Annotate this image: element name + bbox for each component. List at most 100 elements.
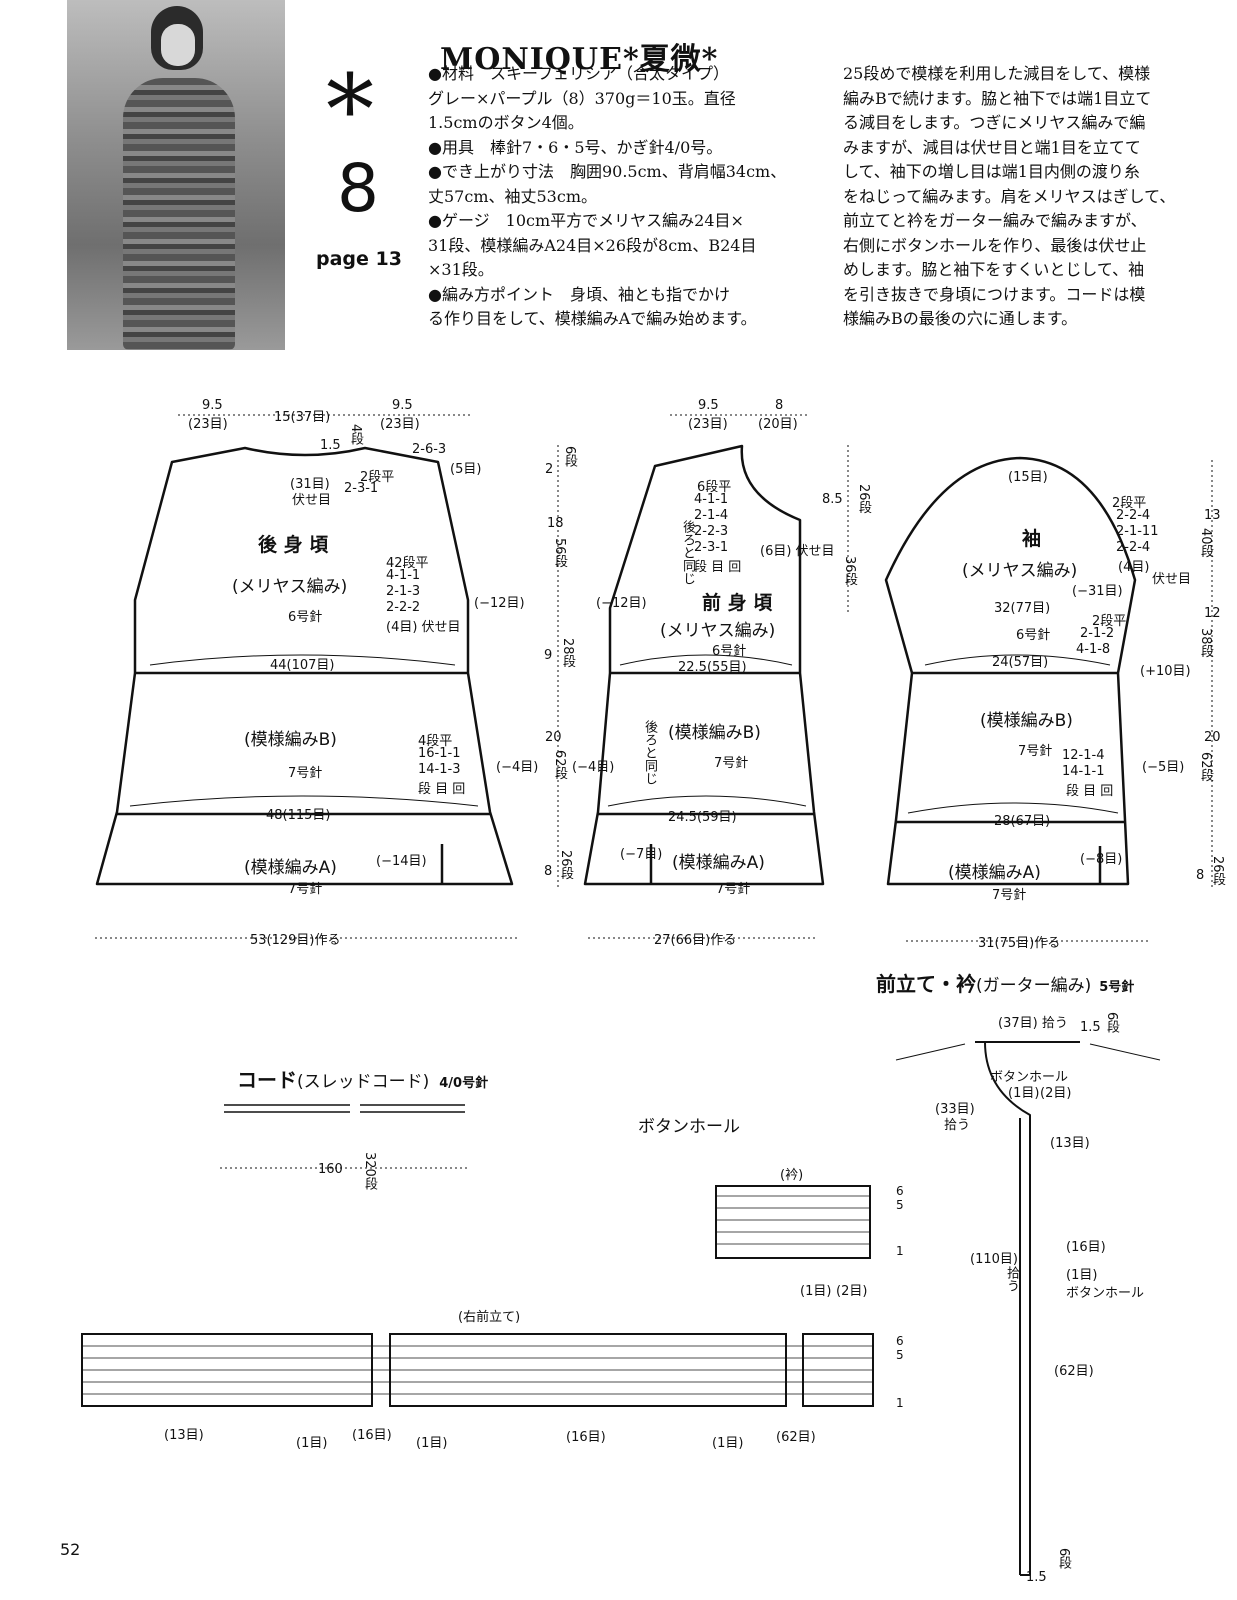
cord-rows: 320段 [362,1152,377,1190]
chart-s62: (62目) [776,1430,816,1445]
back-neck-dec: 2-6-3 [412,442,447,457]
back-patB: (模様編みB) [244,730,337,750]
front-w245: 24.5(59目) [668,810,737,825]
front-n2: 4-1-1 [694,492,729,507]
front-n6: 段 目 回 [694,560,742,575]
back-top-right: 9.5 [392,398,413,413]
back-body-outline [95,446,514,886]
front-patA: (模様編みA) [672,853,765,873]
back-b1: 4段平 [418,734,453,749]
sleeve-cast: 31(75目)作る [978,936,1061,951]
back-width44: 44(107目) [270,658,335,673]
dim-h18-rows: 56段 [552,538,567,568]
sleeve-j3: 段 目 回 [1066,784,1114,799]
front-n1: 6段平 [697,480,732,495]
band-row1: 1 [896,1396,904,1410]
front-name: 前 身 頃 [702,592,773,614]
sleeve-j2: 14-1-1 [1062,764,1105,779]
sleeve-name: 袖 [1022,528,1042,550]
front-n3: 2-1-4 [694,508,729,523]
band-s16: (16目) [1066,1240,1106,1255]
front-top-right: 8 [775,398,784,413]
dim-h2: 2 [545,462,554,477]
pattern-star: * [326,54,374,166]
collar-row6: 6 [896,1184,904,1198]
sleeve-h8: 8 [1196,868,1205,883]
front-cast: 27(66目)作る [654,933,737,948]
front-top-left: 9.5 [698,398,719,413]
collar-c2: (2目) [836,1284,868,1299]
back-b2: 16-1-1 [418,746,461,761]
chart-s13: (13目) [164,1428,204,1443]
front-patB: (模様編みB) [668,723,761,743]
sleeve-stitch: (メリヤス編み) [962,561,1078,581]
front-top-right-st: (20目) [758,417,798,432]
back-dec231: 2-3-1 [344,481,379,496]
front-same2: 後ろと同じ [642,720,657,785]
band-bh-1: (1目) [1066,1268,1098,1283]
front-top-left-st: (23目) [688,417,728,432]
cord-length: 160 [318,1162,343,1177]
sleeve-top: (15目) [1008,470,1048,485]
chart-s16a: (16目) [352,1428,392,1443]
front-n5: 2-3-1 [694,540,729,555]
chart-s1c: (1目) [712,1436,744,1451]
dim-h20: 20 [545,730,562,745]
sleeve-dec8: (−8目) [1080,852,1123,867]
band-bh: ボタンホール [990,1070,1069,1085]
sweater-figure [123,78,235,350]
front-dec12: (−12目) [596,596,647,611]
band-bh-label: ボタンホール [1066,1286,1145,1301]
back-arm4: 2-2-2 [386,600,421,615]
dim-h9: 9 [544,648,553,663]
sleeve-i3: 4-1-8 [1076,642,1111,657]
sleeve-h20-rows: 62段 [1198,752,1213,782]
band-pick110b: 拾う [1004,1266,1019,1292]
instructions-column-1: ●材料 スキーフェリシア（合太タイプ）グレー×パープル（8）370g＝10玉。直… [428,64,787,328]
buttonhole-title: ボタンホール [638,1117,740,1137]
front-needle7b: 7号針 [716,882,751,897]
front-same: 後ろと同じ [680,520,695,585]
back-name: 後 身 頃 [258,534,329,556]
band-s62: (62目) [1054,1364,1094,1379]
band-bot15: 1.5 [1026,1570,1047,1585]
sleeve-needle6: 6号針 [1016,628,1051,643]
sleeve-w24: 24(57目) [992,655,1049,670]
sleeve-w28: 28(67目) [994,814,1051,829]
sleeve-j1: 12-1-4 [1062,748,1105,763]
back-arm2: 4-1-1 [386,568,421,583]
collar-label: (衿) [780,1168,804,1183]
face-shape [161,24,195,66]
front-stitch: (メリヤス編み) [660,621,776,641]
sleeve-h12-rows: 38段 [1198,628,1213,658]
collar-chart [715,1185,871,1259]
sleeve-outline [884,456,1137,886]
front-h26: 26段 [856,484,871,514]
sleeve-dec5: (−5目) [1142,760,1185,775]
front-w225: 22.5(55目) [678,660,747,675]
band-pick110: (110目) [970,1252,1018,1267]
front-bind: (6目) 伏せ目 [760,544,835,559]
band-pick37: (37目) 拾う [998,1016,1068,1031]
instructions-column-2: 25段めで模様を利用した減目をして、模様編みBで続けます。脇と袖下では端1目立て… [843,64,1176,328]
dim-h20-rows: 62段 [552,750,567,780]
back-dec4a: (−4目) [496,760,539,775]
back-bind-label: 伏せ目 [292,493,332,508]
band-bh1: (1目) [1008,1086,1040,1101]
front-h85: 8.5 [822,492,843,507]
page-number: 52 [60,1540,81,1559]
collar-row5: 5 [896,1198,904,1212]
sleeve-needle7b: 7号針 [992,888,1027,903]
back-arm3: 2-1-3 [386,584,421,599]
dim-h8-rows: 26段 [558,850,573,880]
back-needle7b: 7号針 [288,882,323,897]
sleeve-h13: 13 [1204,508,1221,523]
sleeve-dec31: (−31目) [1072,584,1123,599]
back-cast: 53(129目)作る [250,933,341,948]
band-s13: (13目) [1050,1136,1090,1151]
sleeve-needle7a: 7号針 [1018,744,1053,759]
pattern-number: 8 [337,150,379,227]
back-width48: 48(115目) [266,808,331,823]
back-patA: (模様編みA) [244,858,337,878]
collar-c1: (1目) [800,1284,832,1299]
